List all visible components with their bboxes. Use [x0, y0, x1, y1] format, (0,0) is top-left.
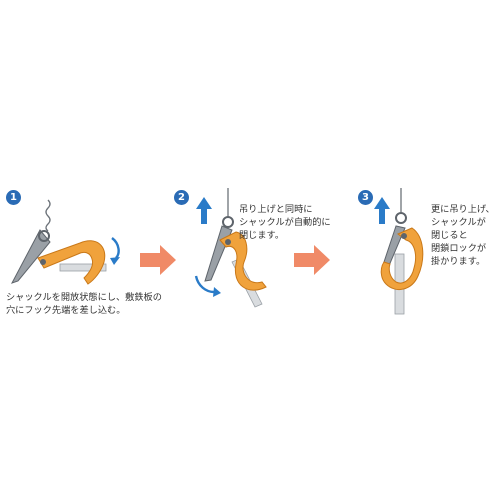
- step2-caption-line: シャックルが自動的に: [239, 217, 331, 228]
- step3-lift-arrow: [374, 197, 390, 224]
- step1-plate: [59, 263, 107, 272]
- step1-caption-line: 穴にフック先端を差し込む。: [6, 305, 126, 316]
- step1-rotate-arrowhead: [110, 257, 120, 265]
- step3-pin: [401, 233, 407, 239]
- step2-caption: 吊り上げと同時に シャックルが自動的に 閉じます。: [239, 203, 331, 242]
- step3-caption-line: シャックルが: [431, 217, 486, 228]
- step1-hook: [37, 240, 106, 285]
- step1-illustration: [10, 199, 120, 285]
- step2-number-badge: 2: [174, 190, 189, 205]
- step1-shackle-body: [10, 229, 51, 284]
- step2-rotate-arrowhead: [213, 287, 221, 297]
- step1-wire: [45, 199, 51, 232]
- step3-caption-line: 閉鎖ロックが: [431, 243, 487, 254]
- step2-caption-line: 吊り上げと同時に: [239, 204, 313, 215]
- step3-ring: [395, 212, 407, 224]
- step1-pin: [40, 259, 46, 265]
- step1-number-badge: 1: [6, 190, 21, 205]
- arrow-step1-to-step2: [140, 245, 176, 275]
- step2-pin: [225, 239, 231, 245]
- step3-caption-line: 更に吊り上げ、: [431, 204, 495, 215]
- step3-caption-line: 掛かります。: [431, 256, 486, 267]
- step1-rotate-arrow: [111, 237, 120, 259]
- arrow-step2-to-step3: [294, 245, 330, 275]
- step2-shackle-body: [204, 225, 233, 282]
- step3-caption-line: 閉じると: [431, 230, 468, 241]
- step2-ring: [222, 216, 234, 228]
- step1-ring: [38, 230, 50, 242]
- step2-lift-arrow: [196, 197, 212, 224]
- step2-illustration: [194, 188, 267, 308]
- step2-rotate-arrow: [194, 275, 215, 294]
- step3-illustration: [374, 188, 424, 315]
- step3-number-badge: 3: [358, 190, 373, 205]
- step1-caption-line: シャックルを開放状態にし、敷鉄板の: [6, 292, 162, 303]
- step3-caption: 更に吊り上げ、 シャックルが 閉じると 閉鎖ロックが 掛かります。: [431, 203, 495, 268]
- step1-caption: シャックルを開放状態にし、敷鉄板の 穴にフック先端を差し込む。: [6, 291, 162, 317]
- step2-caption-line: 閉じます。: [239, 230, 285, 241]
- step3-hook: [380, 227, 424, 291]
- step2-hook: [219, 231, 267, 291]
